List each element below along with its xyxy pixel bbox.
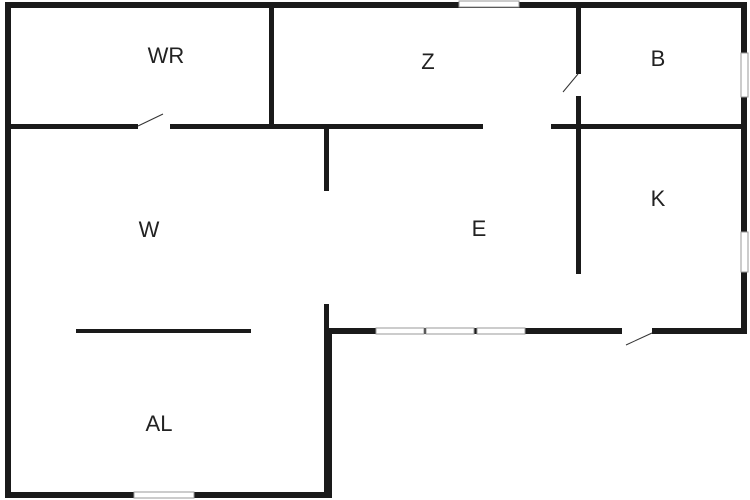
outer-wall-top [5, 2, 747, 8]
window-terrace-1 [375, 327, 425, 335]
room-label-w: W [139, 217, 160, 242]
window-right-b [740, 52, 749, 98]
room-label-wr: WR [148, 43, 185, 68]
window-bottom-al [133, 491, 195, 499]
room-labels: WR Z B W E K AL [139, 43, 666, 436]
window-terrace-3 [476, 327, 526, 335]
room-label-z: Z [421, 49, 434, 74]
wall-wr-z [269, 2, 274, 126]
wall-row1-left [5, 124, 483, 129]
window-top-z [458, 0, 520, 8]
window-right-k [740, 231, 749, 273]
room-label-b: B [651, 46, 666, 71]
interior-walls [5, 2, 747, 498]
door-gap-terrace [622, 327, 652, 335]
wall-e-lower [326, 328, 747, 334]
room-label-al: AL [146, 411, 173, 436]
outer-wall-right-upper [741, 2, 747, 332]
wall-z-b [576, 2, 581, 126]
doors [137, 73, 653, 346]
room-label-e: E [472, 216, 487, 241]
wall-w-e-upper [324, 128, 329, 191]
door-leaf-wr [137, 113, 164, 127]
windows [133, 0, 749, 499]
window-terrace-2 [425, 327, 475, 335]
wall-w-al [76, 329, 251, 333]
door-leaf-b [562, 73, 579, 93]
wall-w-e-lower [324, 304, 329, 498]
door-gap-wr [138, 123, 170, 130]
wall-row1-right [551, 124, 747, 129]
wall-e-k [576, 128, 581, 274]
door-gap-b [575, 74, 582, 96]
room-label-k: K [651, 186, 666, 211]
outer-wall-left [5, 2, 11, 498]
wall-terrace-left [329, 334, 332, 498]
door-leaf-terrace [625, 332, 653, 346]
